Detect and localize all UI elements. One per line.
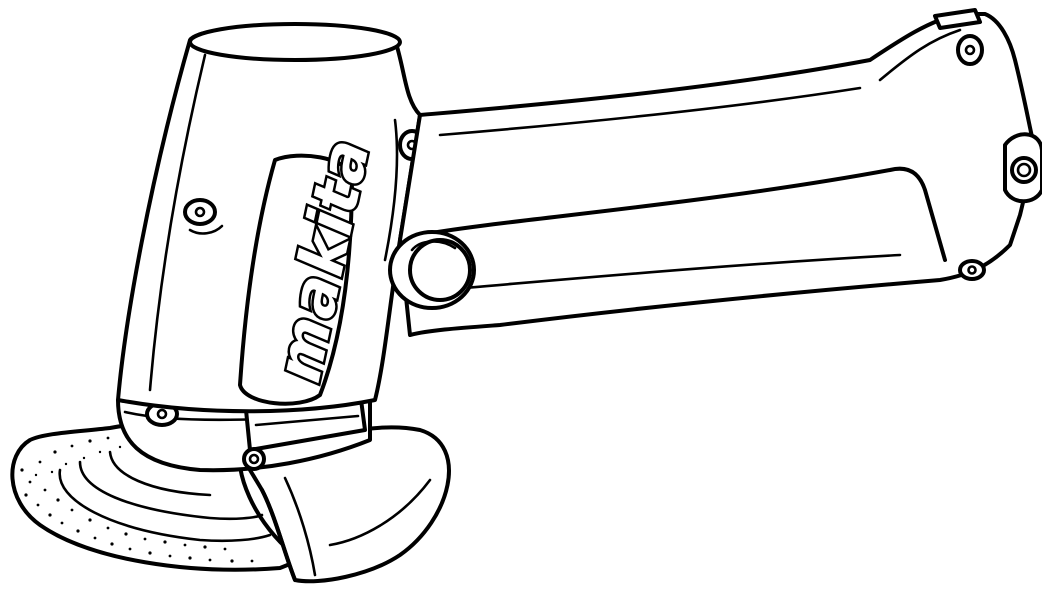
disc-inner-ring-2: [78, 460, 264, 521]
handle-upper: [398, 12, 1037, 337]
wheel-guard-edge: [260, 488, 297, 582]
handle-lower-seam: [438, 253, 902, 292]
handle-body: [398, 8, 1042, 337]
wheel-guard: [248, 425, 451, 584]
handle-top-ridge-2: [878, 28, 962, 82]
disc-inner-ring: [58, 468, 272, 543]
handle-grip-underside: [418, 166, 947, 262]
housing-screw-left: [183, 198, 217, 226]
guard-clamp-screw: [242, 447, 266, 471]
housing-seam-left: [148, 53, 207, 392]
switch-button: [388, 230, 476, 310]
disc-abrasive-texture: [20, 436, 254, 563]
handle-rear-screw-bottom: [958, 259, 986, 281]
brand-badge-plate: [238, 153, 354, 406]
switch-button-cap: [408, 238, 472, 302]
rear-tab: [933, 8, 982, 30]
disc-hub-ring: [108, 450, 212, 497]
motor-top-cap: [188, 22, 402, 62]
housing-seam-right: [383, 118, 399, 262]
handle-top-ridge: [438, 86, 862, 137]
handle-rear-screw-top: [956, 34, 984, 66]
wheel-guard-contour: [328, 478, 432, 547]
wheel-guard-lip: [283, 476, 317, 577]
